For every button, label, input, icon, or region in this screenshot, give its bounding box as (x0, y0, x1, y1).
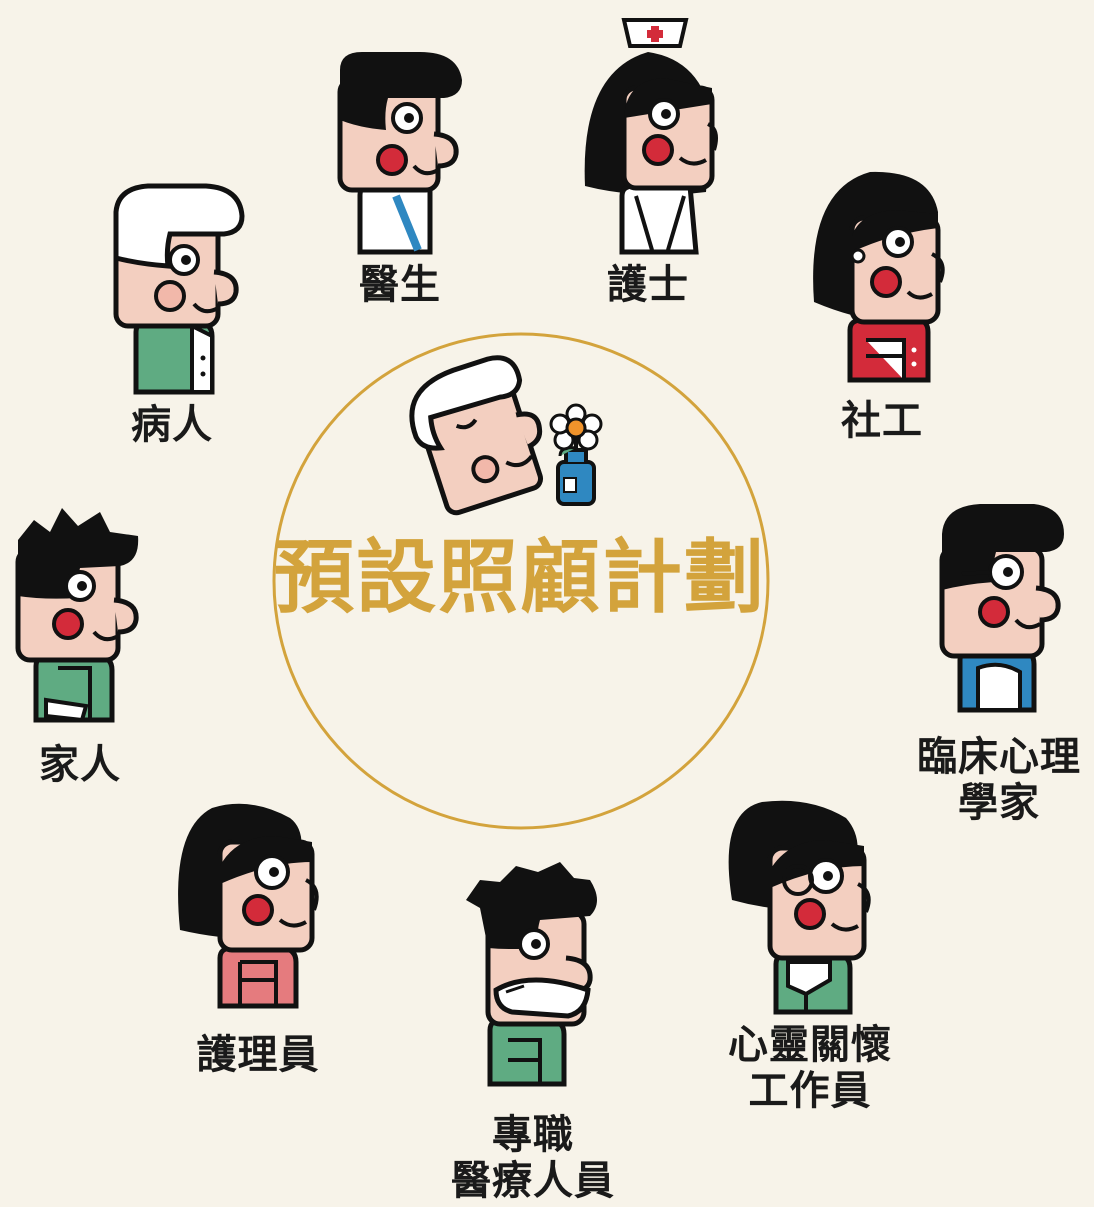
plan-title: 預設照顧計劃 (274, 531, 766, 624)
nurse-figure (584, 18, 718, 255)
label-patient: 病人 (131, 402, 213, 448)
patient-figure (113, 183, 245, 395)
spiritual-care-figure (728, 800, 871, 1015)
social-worker-figure (813, 171, 945, 383)
label-allied-health-line2: 醫療人員 (451, 1158, 615, 1204)
label-doctor: 醫生 (359, 262, 441, 308)
flower-vase-icon (549, 403, 603, 506)
allied-health-figure (466, 862, 597, 1087)
label-care-assistant: 護理員 (196, 1032, 320, 1078)
label-psychologist: 臨床心理 學家 (904, 734, 1094, 826)
family-member-figure (15, 508, 139, 723)
label-nurse: 護士 (607, 262, 689, 308)
doctor-figure (337, 52, 462, 255)
label-spiritual-care-line2: 工作員 (748, 1068, 872, 1114)
label-social-worker: 社工 (841, 398, 923, 444)
label-allied-health-line1: 專職 (492, 1112, 574, 1158)
label-family: 家人 (39, 742, 121, 788)
label-psychologist-line1: 臨床心理 (917, 734, 1081, 780)
center-circle (272, 332, 770, 830)
label-allied-health: 專職 醫療人員 (428, 1112, 638, 1204)
sleeping-patient-icon (409, 355, 544, 516)
care-assistant-figure (178, 803, 319, 1009)
label-spiritual-care-line1: 心靈關懷 (728, 1022, 892, 1068)
label-spiritual-care: 心靈關懷 工作員 (710, 1022, 910, 1114)
label-psychologist-line2: 學家 (958, 780, 1040, 826)
psychologist-figure (939, 504, 1064, 713)
